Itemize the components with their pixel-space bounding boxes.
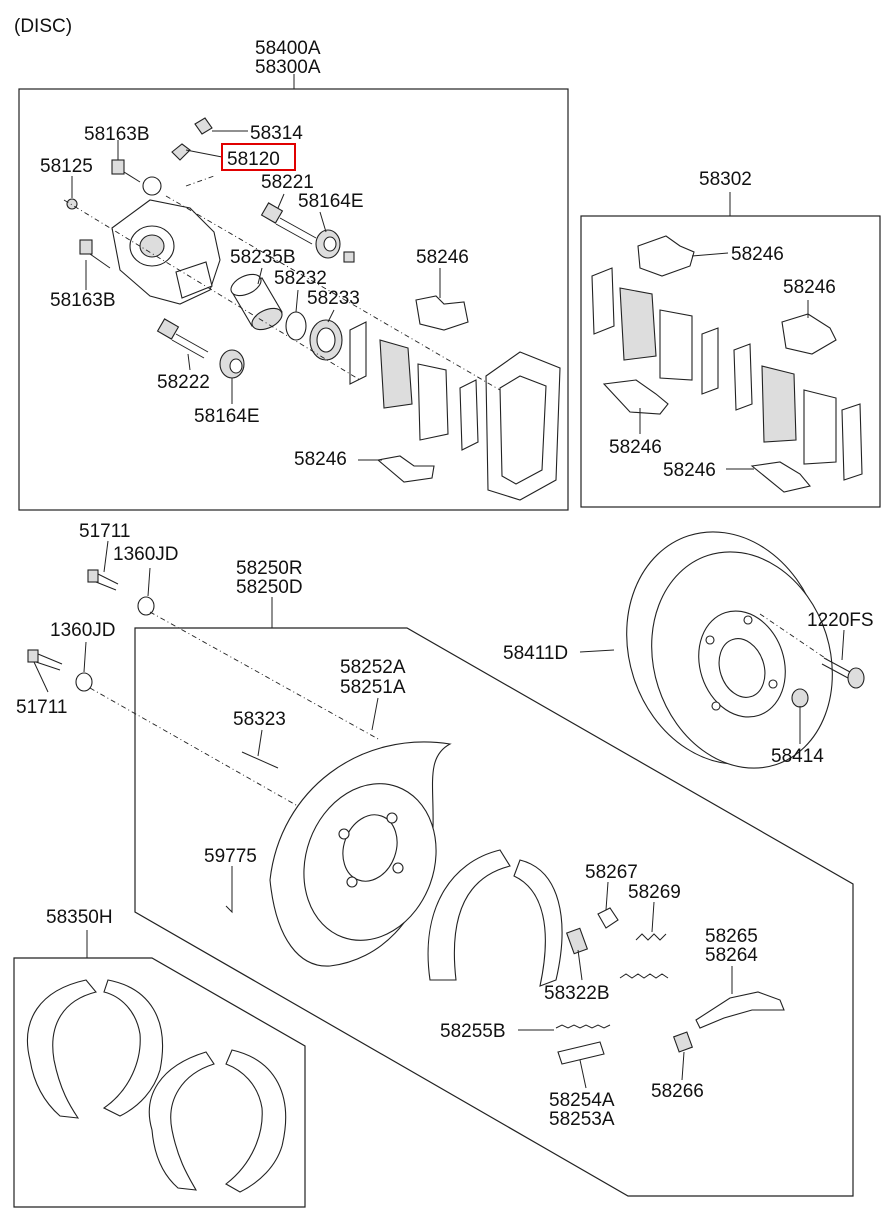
caliper-drawing [63, 117, 561, 501]
label-58400a: 58400A [255, 38, 321, 59]
spring-58322b-icon [565, 927, 589, 955]
label-58221: 58221 [261, 172, 314, 193]
cap-58314-icon [194, 117, 213, 135]
shoe-drawing [427, 849, 785, 1065]
label-58269: 58269 [628, 882, 681, 903]
spring-58269-icon [635, 933, 667, 941]
brake-pad-pair-icon [349, 321, 479, 451]
label-58164e-bottom: 58164E [194, 406, 260, 427]
label-58120: 58120 [227, 149, 280, 170]
pad-clip-c-icon [781, 313, 837, 355]
shoe-kit-shoe-b-icon [148, 1051, 215, 1191]
label-51711-top: 51711 [79, 521, 130, 542]
mount-hardware [27, 569, 381, 831]
adjuster-58254a-icon [557, 1041, 605, 1065]
label-51711-bottom: 51711 [16, 697, 67, 718]
label-58267: 58267 [585, 862, 638, 883]
piston-58235b-icon [230, 273, 283, 331]
label-58323: 58323 [233, 709, 286, 730]
label-58163b-bottom: 58163B [50, 290, 116, 311]
label-58233: 58233 [307, 288, 360, 309]
label-58222: 58222 [157, 372, 210, 393]
boot-58233-icon [309, 319, 343, 361]
brake-shoe-front-icon [427, 849, 511, 981]
bolt-58163b-top-icon [111, 159, 125, 175]
pin-59775-icon [225, 868, 233, 914]
label-58253a: 58253A [549, 1109, 615, 1130]
boot-58164e-bottom-icon [219, 349, 245, 379]
variant-label: (DISC) [14, 16, 72, 37]
label-58302: 58302 [699, 169, 752, 190]
bolt-51711-top-icon [87, 569, 119, 591]
clip-58246-icon [415, 295, 469, 331]
label-1360jd-bottom: 1360JD [50, 620, 116, 641]
label-58266: 58266 [651, 1081, 704, 1102]
brake-plate-frame [134, 627, 854, 1197]
clip-58246-lower-icon [376, 455, 435, 483]
lever-58267-icon [597, 907, 619, 929]
label-1220fs: 1220FS [807, 610, 874, 631]
label-58252a: 58252A [340, 657, 406, 678]
label-58314: 58314 [250, 123, 303, 144]
spring-58266-icon [672, 1031, 694, 1053]
label-58246-lower: 58246 [294, 449, 347, 470]
label-58246-a: 58246 [731, 244, 784, 265]
label-58265: 58265 [705, 926, 758, 947]
nut-58414-icon [791, 688, 809, 708]
shoe-kit-frame [13, 957, 306, 1208]
backing-plate-drawing [225, 741, 452, 967]
bolt-58163b-bottom-icon [79, 239, 93, 255]
highlight-box-58120 [221, 143, 296, 171]
bleeder-58120-icon [171, 143, 191, 161]
label-59775: 59775 [204, 846, 257, 867]
label-58250d: 58250D [236, 577, 303, 598]
label-58264: 58264 [705, 945, 758, 966]
label-58246-d: 58246 [663, 460, 716, 481]
spring-58255b-icon [555, 1024, 611, 1029]
label-58163b-top: 58163B [84, 124, 150, 145]
label-58250r: 58250R [236, 558, 303, 579]
washer-1360jd-bottom-icon [75, 672, 93, 692]
adjuster-58265-icon [695, 991, 785, 1029]
shoe-kit-drawing [26, 979, 287, 1193]
label-58254a: 58254A [549, 1090, 615, 1111]
label-58414: 58414 [771, 746, 824, 767]
label-58164e-top: 58164E [298, 191, 364, 212]
bolt-51711-bottom-icon [27, 649, 63, 671]
brake-shoe-rear-icon [513, 859, 563, 987]
seal-58232-icon [285, 311, 307, 341]
label-58322b: 58322B [544, 983, 610, 1004]
washer-1360jd-top-icon [137, 596, 155, 616]
label-58246-b: 58246 [609, 437, 662, 458]
pad-clip-d-icon [750, 461, 811, 493]
pad-clip-a-icon [637, 235, 695, 277]
boot-58164e-top-icon [315, 229, 355, 263]
label-58411d: 58411D [503, 643, 568, 664]
pin-58222-icon [156, 318, 209, 359]
shoe-kit-shoe-a-icon [26, 979, 97, 1119]
label-58235b: 58235B [230, 247, 296, 268]
label-58300a: 58300A [255, 57, 321, 78]
pointer-lines [33, 130, 845, 1089]
disc-drawing [626, 531, 865, 769]
pin-58221-icon [260, 202, 317, 245]
label-58251a: 58251A [340, 677, 406, 698]
label-58246-c: 58246 [783, 277, 836, 298]
bolt-1220fs-icon [821, 657, 865, 689]
label-58246-main: 58246 [416, 247, 469, 268]
label-58255b: 58255B [440, 1021, 506, 1042]
label-1360jd-top: 1360JD [113, 544, 179, 565]
pad-kit-pad-icon [619, 287, 657, 361]
pad-clip-b-icon [602, 379, 669, 415]
label-58232: 58232 [274, 268, 327, 289]
pin-58323-icon [241, 751, 279, 769]
label-58125: 58125 [40, 156, 93, 177]
label-58350h: 58350H [46, 907, 113, 928]
